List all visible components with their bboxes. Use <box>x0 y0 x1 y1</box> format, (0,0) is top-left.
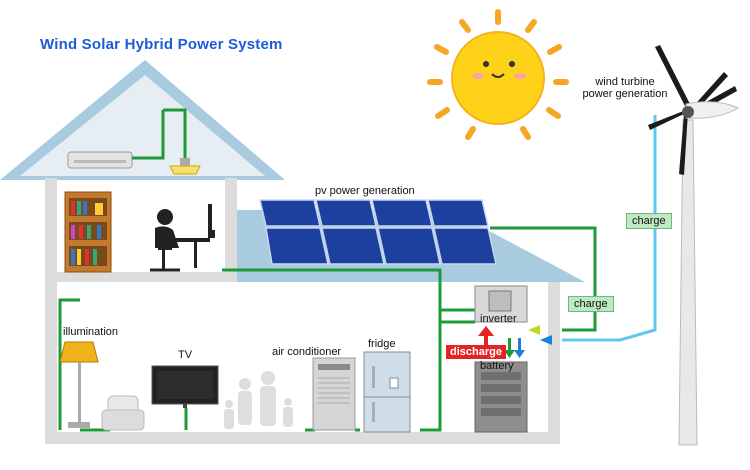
tv-icon <box>151 365 219 408</box>
family-icon <box>224 371 293 429</box>
battery-label: battery <box>480 360 514 372</box>
diagram-title: Wind Solar Hybrid Power System <box>40 36 283 53</box>
armchair-icon <box>101 395 145 431</box>
sun-icon <box>427 9 569 140</box>
inverter-label: inverter <box>480 313 517 325</box>
air-conditioner-icon <box>312 357 356 431</box>
power-wires <box>58 108 597 432</box>
charge-pv-tag: charge <box>568 296 614 312</box>
charge-wind-tag: charge <box>626 213 672 229</box>
fridge-icon <box>363 351 411 433</box>
solar-panel-array <box>259 199 497 265</box>
wall-ac-unit <box>67 151 133 169</box>
wind-turbine-icon <box>648 45 740 446</box>
illumination-label: illumination <box>63 326 119 338</box>
floor-lamp-icon <box>59 341 99 428</box>
ceiling-lamp-icon <box>169 158 201 175</box>
tv-label: TV <box>178 349 193 361</box>
fridge-label: fridge <box>368 338 396 350</box>
discharge-tag: discharge <box>446 345 506 359</box>
pv-label: pv power generation <box>315 185 415 197</box>
air-conditioner-label: air conditioner <box>272 346 342 358</box>
wind-turbine-label: wind turbine power generation <box>582 76 668 100</box>
bookshelf-icon <box>64 191 112 273</box>
inverter-cabinet <box>474 285 528 433</box>
person-at-desk-icon <box>150 204 215 272</box>
flow-arrows <box>478 325 552 358</box>
